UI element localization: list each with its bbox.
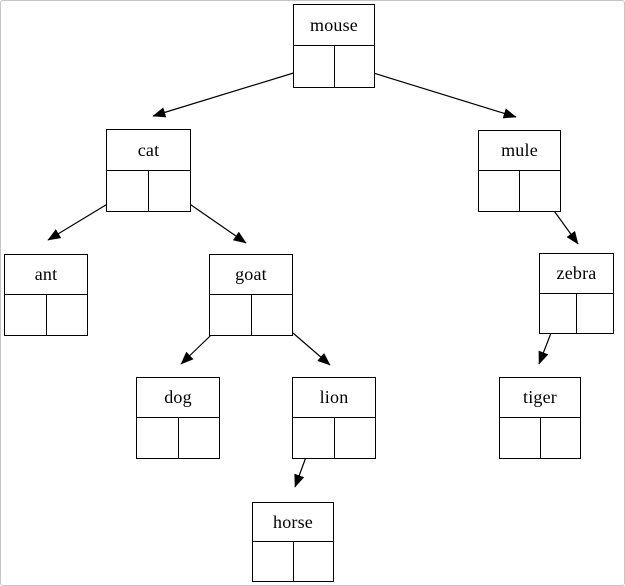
node-label-dog: dog <box>137 378 219 418</box>
tree-node-mule: mule <box>478 130 561 212</box>
node-cat-right-pointer-cell <box>149 171 190 211</box>
node-ant-left-pointer-cell <box>5 295 47 335</box>
node-dog-left-pointer-cell <box>137 418 179 458</box>
node-pointer-cells-mouse <box>294 46 374 87</box>
tree-node-mouse: mouse <box>293 4 375 88</box>
node-label-mouse: mouse <box>294 5 374 46</box>
node-lion-right-pointer-cell <box>335 418 376 458</box>
node-mouse-left-pointer-cell <box>294 46 335 87</box>
node-tiger-right-pointer-cell <box>541 418 581 458</box>
node-pointer-cells-goat <box>210 295 292 335</box>
tree-node-tiger: tiger <box>499 377 581 459</box>
node-pointer-cells-ant <box>5 295 87 335</box>
node-zebra-left-pointer-cell <box>540 294 577 333</box>
node-pointer-cells-zebra <box>540 294 613 333</box>
node-horse-left-pointer-cell <box>253 542 294 581</box>
node-label-horse: horse <box>253 503 333 542</box>
node-label-goat: goat <box>210 255 292 295</box>
node-pointer-cells-mule <box>479 171 560 211</box>
node-mouse-right-pointer-cell <box>335 46 375 87</box>
edge-mouse-left-to-cat <box>152 66 314 118</box>
node-pointer-cells-cat <box>107 171 190 211</box>
node-label-mule: mule <box>479 131 560 171</box>
tree-node-goat: goat <box>209 254 293 336</box>
node-goat-left-pointer-cell <box>210 295 252 335</box>
node-label-ant: ant <box>5 255 87 295</box>
tree-node-horse: horse <box>252 502 334 582</box>
node-lion-left-pointer-cell <box>293 418 335 458</box>
tree-node-dog: dog <box>136 377 220 459</box>
edge-mouse-right-to-mule <box>353 66 517 119</box>
node-pointer-cells-dog <box>137 418 219 458</box>
node-mule-right-pointer-cell <box>520 171 560 211</box>
node-label-zebra: zebra <box>540 254 613 294</box>
node-ant-right-pointer-cell <box>47 295 88 335</box>
tree-node-zebra: zebra <box>539 253 614 334</box>
node-label-cat: cat <box>107 130 190 171</box>
node-horse-right-pointer-cell <box>294 542 334 581</box>
node-label-tiger: tiger <box>500 378 580 418</box>
tree-node-ant: ant <box>4 254 88 336</box>
node-mule-left-pointer-cell <box>479 171 520 211</box>
node-cat-left-pointer-cell <box>107 171 149 211</box>
node-goat-right-pointer-cell <box>252 295 293 335</box>
node-pointer-cells-horse <box>253 542 333 581</box>
tree-node-lion: lion <box>292 377 376 459</box>
node-dog-right-pointer-cell <box>179 418 220 458</box>
node-tiger-left-pointer-cell <box>500 418 541 458</box>
node-zebra-right-pointer-cell <box>577 294 613 333</box>
tree-node-cat: cat <box>106 129 191 212</box>
node-pointer-cells-lion <box>293 418 375 458</box>
node-pointer-cells-tiger <box>500 418 580 458</box>
node-label-lion: lion <box>293 378 375 418</box>
